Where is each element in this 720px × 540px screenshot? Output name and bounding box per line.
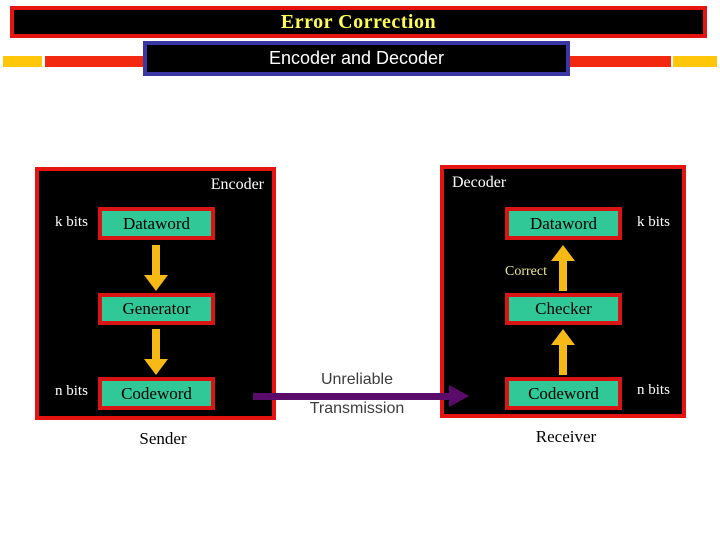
codeword-to-checker-arrow-icon (551, 329, 575, 375)
arrow-shaft (559, 345, 567, 375)
transmission-arrow-head-icon (449, 385, 469, 407)
accent-bar-left-yellow (3, 56, 42, 67)
arrow-shaft (152, 245, 160, 275)
encoder-n-bits-label: n bits (55, 383, 88, 399)
slide-subtitle: Encoder and Decoder (268, 48, 445, 68)
page-title: Error Correction (280, 10, 437, 33)
checker-to-dataword-arrow-icon (551, 245, 575, 291)
decoder-dataword-box: Dataword (505, 207, 622, 240)
decoder-n-bits-label: n bits (637, 382, 670, 398)
accent-bar-right-yellow (673, 56, 717, 67)
subtitle-bar: Encoder and Decoder (143, 41, 570, 76)
arrow-head-down (144, 275, 168, 291)
decoder-codeword-box: Codeword (505, 377, 622, 410)
receiver-label: Receiver (535, 427, 597, 446)
channel-label-line1: Unreliable (320, 371, 394, 388)
arrow-head-up (551, 245, 575, 261)
arrow-head-up (551, 329, 575, 345)
encoder-k-bits-label: k bits (55, 214, 88, 230)
encoder-dataword-box: Dataword (98, 207, 215, 240)
generator-to-codeword-arrow-icon (144, 329, 168, 375)
transmission-arrow-shaft (253, 393, 449, 400)
encoder-panel-label: Encoder (210, 176, 264, 193)
dataword-to-generator-arrow-icon (144, 245, 168, 291)
arrow-head-down (144, 359, 168, 375)
accent-bar-left-red (45, 56, 144, 67)
channel-label-line2: Transmission (309, 400, 405, 417)
encoder-codeword-box: Codeword (98, 377, 215, 410)
correct-label: Correct (505, 264, 547, 279)
decoder-checker-box: Checker (505, 293, 622, 325)
arrow-shaft (559, 261, 567, 291)
encoder-generator-box: Generator (98, 293, 215, 325)
decoder-panel: Decoder k bits Dataword Correct Checker … (440, 165, 686, 418)
decoder-panel-label: Decoder (452, 174, 507, 191)
arrow-shaft (152, 329, 160, 359)
encoder-panel: Encoder k bits Dataword Generator Codewo… (35, 167, 276, 420)
title-bar: Error Correction (10, 6, 707, 38)
decoder-k-bits-label: k bits (637, 214, 670, 230)
sender-label: Sender (139, 429, 187, 448)
accent-bar-right-red (570, 56, 671, 67)
